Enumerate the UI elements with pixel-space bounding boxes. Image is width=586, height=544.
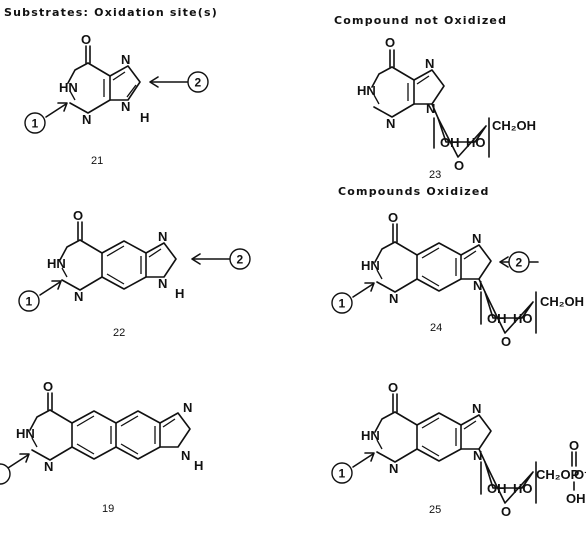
atom-hn: HN — [47, 256, 66, 271]
atom-hn: HN — [59, 80, 78, 95]
atom-hn: HN — [357, 83, 376, 98]
atom-h: H — [175, 286, 184, 301]
compound-label: 22 — [113, 327, 125, 339]
compound-label: 25 — [429, 504, 441, 516]
compound-21 — [45, 45, 189, 118]
site-number: 2 — [516, 256, 523, 270]
atom-ch2op: CH₂OP — [536, 467, 580, 482]
heading-not-oxidized: Compound not Oxidized — [334, 14, 508, 27]
atom-n: N — [389, 291, 398, 306]
atom-n: N — [121, 52, 130, 67]
site-circle — [18, 290, 40, 312]
atom-hn: HN — [361, 428, 380, 443]
atom-hn: HN — [16, 426, 35, 441]
atom-oh: OH — [440, 135, 460, 150]
site-number: 1 — [32, 117, 39, 131]
atom-n: N — [82, 112, 91, 127]
site-circle — [331, 462, 353, 484]
atom-o: O — [501, 334, 511, 349]
atom-n: N — [472, 401, 481, 416]
atom-ho: HO — [513, 481, 533, 496]
heading-substrates: Substrates: Oxidation site(s) — [4, 6, 218, 19]
atom-n: N — [121, 99, 130, 114]
compound-25 — [352, 393, 577, 504]
atom-n: N — [389, 461, 398, 476]
atom-o: O — [43, 379, 53, 394]
atom-hn: HN — [361, 258, 380, 273]
compound-24 — [352, 223, 539, 334]
heading-oxidized: Compounds Oxidized — [338, 185, 490, 198]
compound-22 — [39, 221, 231, 296]
compound-label: 19 — [102, 503, 114, 515]
atom-ho: HO — [466, 135, 486, 150]
atom-ho: HO — [513, 311, 533, 326]
compound-23 — [371, 49, 490, 158]
atom-o: O — [501, 504, 511, 519]
compound-label: 23 — [429, 169, 441, 181]
atom-o-minus: O⁻ — [574, 467, 586, 482]
site-number: 1 — [339, 467, 346, 481]
site-circle — [229, 248, 251, 270]
compound-label: 24 — [430, 322, 442, 334]
atom-n: N — [74, 289, 83, 304]
site-circle — [187, 71, 209, 93]
site-number: 2 — [237, 253, 244, 267]
site-circle — [0, 463, 11, 485]
site-number: 1 — [339, 297, 346, 311]
atom-oh: OH — [566, 491, 586, 506]
atom-n: N — [426, 101, 435, 116]
compound-19 — [7, 392, 191, 469]
atom-n: N — [473, 448, 482, 463]
atom-o: O — [388, 210, 398, 225]
site-circle — [331, 292, 353, 314]
atom-n: N — [472, 231, 481, 246]
atom-o: O — [388, 380, 398, 395]
atom-oh: OH — [487, 481, 507, 496]
atom-o: O — [569, 438, 579, 453]
atom-n: N — [181, 448, 190, 463]
atom-n: N — [44, 459, 53, 474]
site-circle — [24, 112, 46, 134]
atom-o: O — [454, 158, 464, 173]
atom-n: N — [183, 400, 192, 415]
atom-n: N — [158, 229, 167, 244]
atom-n: N — [158, 276, 167, 291]
atom-h: H — [194, 458, 203, 473]
site-number: 1 — [26, 295, 33, 309]
atom-ch2oh: CH₂OH — [492, 118, 536, 133]
atom-n: N — [473, 278, 482, 293]
atom-n: N — [425, 56, 434, 71]
atom-n: N — [386, 116, 395, 131]
atom-o: O — [73, 208, 83, 223]
site-number: 2 — [195, 76, 202, 90]
atom-o: O — [385, 35, 395, 50]
atom-ch2oh: CH₂OH — [540, 294, 584, 309]
compound-label: 21 — [91, 155, 103, 167]
atom-h: H — [140, 110, 149, 125]
atom-o: O — [81, 32, 91, 47]
atom-oh: OH — [487, 311, 507, 326]
site-circle — [508, 251, 530, 273]
